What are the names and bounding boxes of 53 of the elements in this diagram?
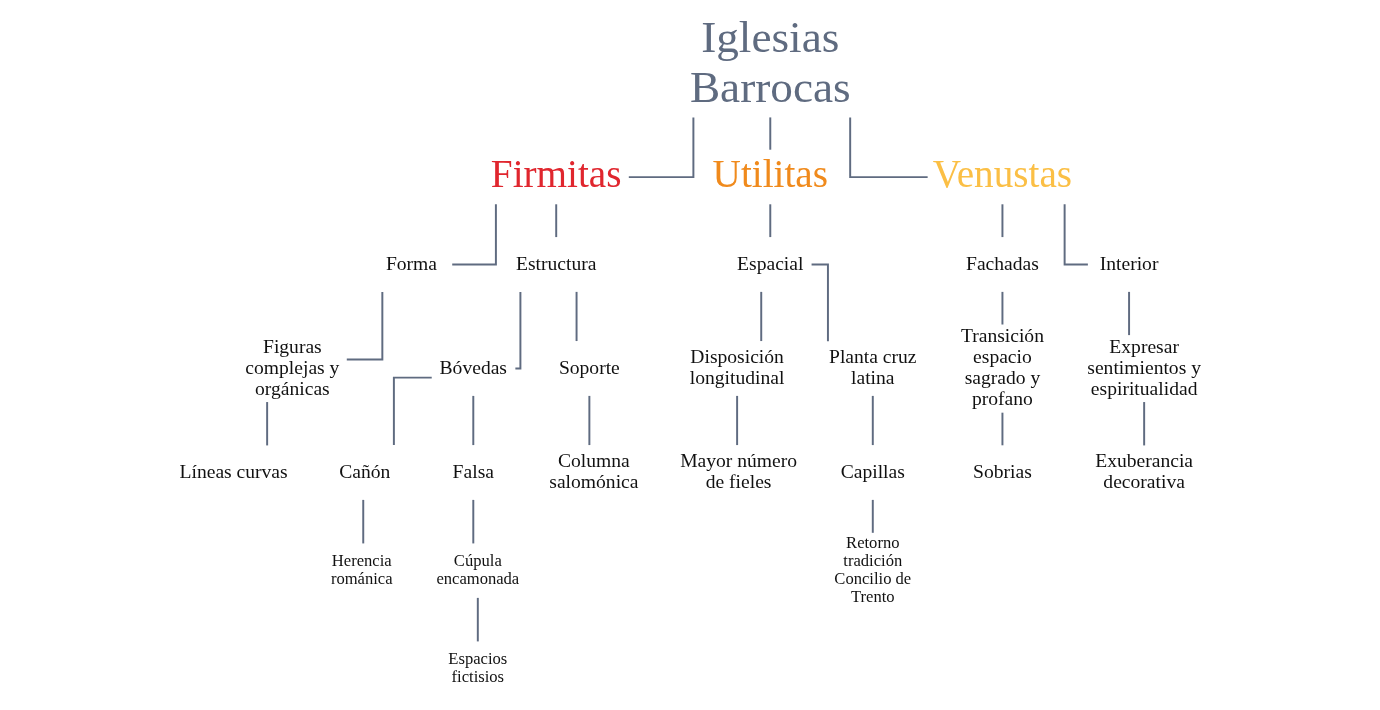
node-text: Líneas curvas <box>179 460 288 482</box>
node-text: Soporte <box>558 356 620 378</box>
node-text: Planta cruz latina <box>829 346 917 389</box>
node-text: Retorno tradición Concilio de Trento <box>834 532 912 606</box>
node-text: Capillas <box>840 460 905 482</box>
node-text: Columna salomónica <box>549 450 639 493</box>
node-text: Exuberancia decorativa <box>1095 450 1194 493</box>
connector <box>1128 290 1131 337</box>
connector <box>472 498 475 545</box>
node-text: Bóvedas <box>439 356 508 378</box>
node-text: Fachadas <box>966 252 1039 274</box>
connector <box>769 203 772 239</box>
node-text: Disposición longitudinal <box>689 346 785 389</box>
node-text: Cañón <box>339 460 391 482</box>
connector <box>345 291 384 361</box>
connector <box>1001 290 1004 326</box>
node-text: Venustas <box>932 151 1073 195</box>
connector <box>266 401 269 447</box>
connector <box>760 290 763 343</box>
connector <box>451 203 497 266</box>
node-text: Herencia románica <box>330 550 393 588</box>
connector <box>871 394 874 447</box>
node-text: Transición espacio sagrado y profano <box>960 325 1044 410</box>
node-text: Expresar sentimientos y espiritualidad <box>1087 335 1201 399</box>
connector <box>769 116 772 151</box>
connector <box>392 376 433 447</box>
connector <box>588 394 591 447</box>
connector <box>555 203 558 239</box>
connector <box>1001 411 1004 447</box>
connector <box>1001 203 1004 239</box>
node-text: Mayor número de fieles <box>680 450 798 493</box>
connector <box>627 116 695 179</box>
node-text: Espacial <box>737 252 804 274</box>
node-text: Firmitas <box>490 151 622 195</box>
connector <box>476 596 479 643</box>
node-text: Utilitas <box>712 151 828 195</box>
node-text: Espacios fictisios <box>448 648 508 686</box>
connector <box>736 394 739 447</box>
connector <box>575 290 578 343</box>
node-text: Interior <box>1099 252 1159 274</box>
node-text: Figuras complejas y orgánicas <box>245 335 340 399</box>
node-text: Estructura <box>515 252 597 274</box>
connector <box>472 394 475 447</box>
connector <box>362 498 365 545</box>
connector <box>849 116 929 179</box>
connector <box>1143 401 1146 447</box>
node-text: Forma <box>385 252 438 274</box>
connector <box>1063 203 1089 266</box>
node-text: Falsa <box>452 460 494 482</box>
node-text: Iglesias Barrocas <box>689 11 851 112</box>
connector <box>871 498 874 534</box>
node-text: Cúpula encamonada <box>436 550 520 588</box>
node-text: Sobrias <box>973 460 1032 482</box>
